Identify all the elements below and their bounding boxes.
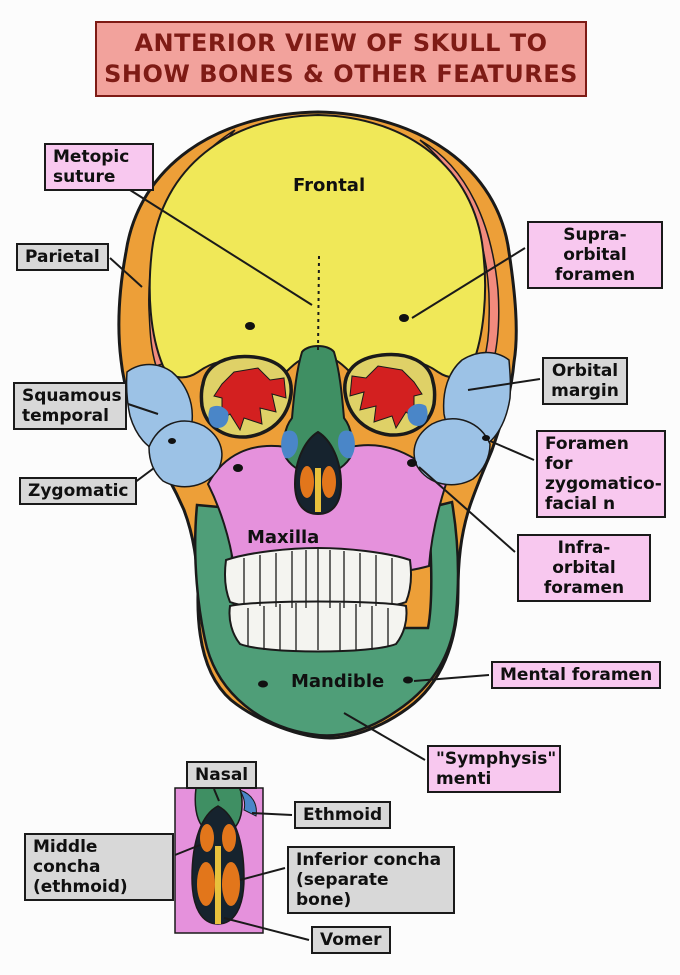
inferior-concha-left bbox=[300, 466, 314, 498]
inset-middle-concha-right bbox=[222, 824, 236, 852]
zygomatic-right bbox=[413, 418, 491, 486]
label-foramen-zygomaticofacial: Foramen for zygomatico-facial n bbox=[536, 430, 666, 519]
metopic-suture-line bbox=[317, 255, 320, 353]
label-nasal: Nasal bbox=[186, 761, 258, 790]
vomer-region bbox=[315, 468, 321, 512]
title-line1: ANTERIOR VIEW OF SKULL TO bbox=[134, 29, 548, 57]
infraorbital-foramen-dot-right bbox=[407, 459, 417, 467]
mental-foramen-dot-left bbox=[258, 680, 268, 688]
leader-vomer bbox=[223, 917, 310, 941]
leader-infra-orbital bbox=[418, 466, 516, 553]
title: ANTERIOR VIEW OF SKULL TO SHOW BONES & O… bbox=[95, 21, 587, 98]
leader-inferior-concha bbox=[239, 867, 286, 881]
orbital-fissure-left bbox=[208, 405, 229, 428]
title-line2: SHOW BONES & OTHER FEATURES bbox=[104, 60, 578, 89]
leader-middle-concha bbox=[174, 844, 201, 856]
label-supra-orbital-foramen: Supra-orbital foramen bbox=[527, 221, 663, 290]
leader-squamous-temporal bbox=[127, 403, 159, 415]
supraorbital-foramen-dot-right bbox=[399, 314, 409, 322]
orbital-fissure-right bbox=[407, 403, 428, 426]
foramina-dots bbox=[168, 314, 490, 688]
lacrimal-right bbox=[338, 430, 355, 459]
label-squamous-temporal: Squamous temporal bbox=[13, 382, 127, 431]
label-orbital-margin: Orbital margin bbox=[542, 357, 628, 406]
label-parietal: Parietal bbox=[16, 243, 109, 272]
leader-orbital-margin bbox=[467, 378, 541, 391]
zygomaticofacial-dot-right bbox=[482, 435, 490, 441]
label-mental-foramen: Mental foramen bbox=[491, 661, 662, 690]
zygomaticofacial-dot-left bbox=[168, 438, 176, 444]
label-vomer: Vomer bbox=[311, 926, 391, 955]
leader-ethmoid bbox=[251, 812, 293, 816]
label-middle-concha: Middle concha (ethmoid) bbox=[24, 833, 174, 902]
label-symphysis-menti: "Symphysis" menti bbox=[427, 745, 561, 794]
leader-nasal bbox=[213, 788, 220, 802]
supraorbital-foramen-dot-left bbox=[245, 322, 255, 330]
label-metopic-suture: Metopic suture bbox=[44, 143, 154, 192]
label-zygomatic: Zygomatic bbox=[19, 477, 138, 506]
inset-inferior-concha-right bbox=[222, 862, 240, 906]
leader-mental-foramen bbox=[413, 674, 490, 682]
infraorbital-foramen-dot-left bbox=[233, 464, 243, 472]
sphenoid-right bbox=[349, 365, 423, 430]
label-infra-orbital-foramen: Infra-orbital foramen bbox=[517, 534, 651, 603]
label-mandible: Mandible bbox=[291, 671, 385, 692]
inferior-concha-right bbox=[322, 466, 336, 498]
leader-lines bbox=[109, 189, 541, 941]
leader-parietal bbox=[109, 257, 143, 288]
label-maxilla: Maxilla bbox=[247, 527, 320, 548]
sphenoid-left bbox=[213, 367, 287, 432]
inset-middle-concha-left bbox=[200, 824, 214, 852]
teeth-separators bbox=[243, 549, 393, 652]
leader-metopic-suture bbox=[129, 189, 313, 306]
label-inferior-concha: Inferior concha (separate bone) bbox=[287, 846, 455, 915]
leader-zygomaticofacial bbox=[489, 440, 535, 461]
nasal-inset bbox=[174, 787, 264, 934]
label-frontal: Frontal bbox=[293, 175, 366, 196]
label-ethmoid: Ethmoid bbox=[294, 801, 392, 830]
inset-inferior-concha-left bbox=[197, 862, 215, 906]
inset-vomer bbox=[215, 846, 221, 924]
lacrimal-left bbox=[281, 430, 298, 459]
inset-ethmoid bbox=[239, 789, 257, 817]
mental-foramen-dot-right bbox=[403, 676, 413, 684]
zygomatic-left bbox=[148, 420, 223, 488]
leader-symphysis bbox=[343, 712, 426, 761]
leader-supra-orbital bbox=[411, 247, 526, 319]
